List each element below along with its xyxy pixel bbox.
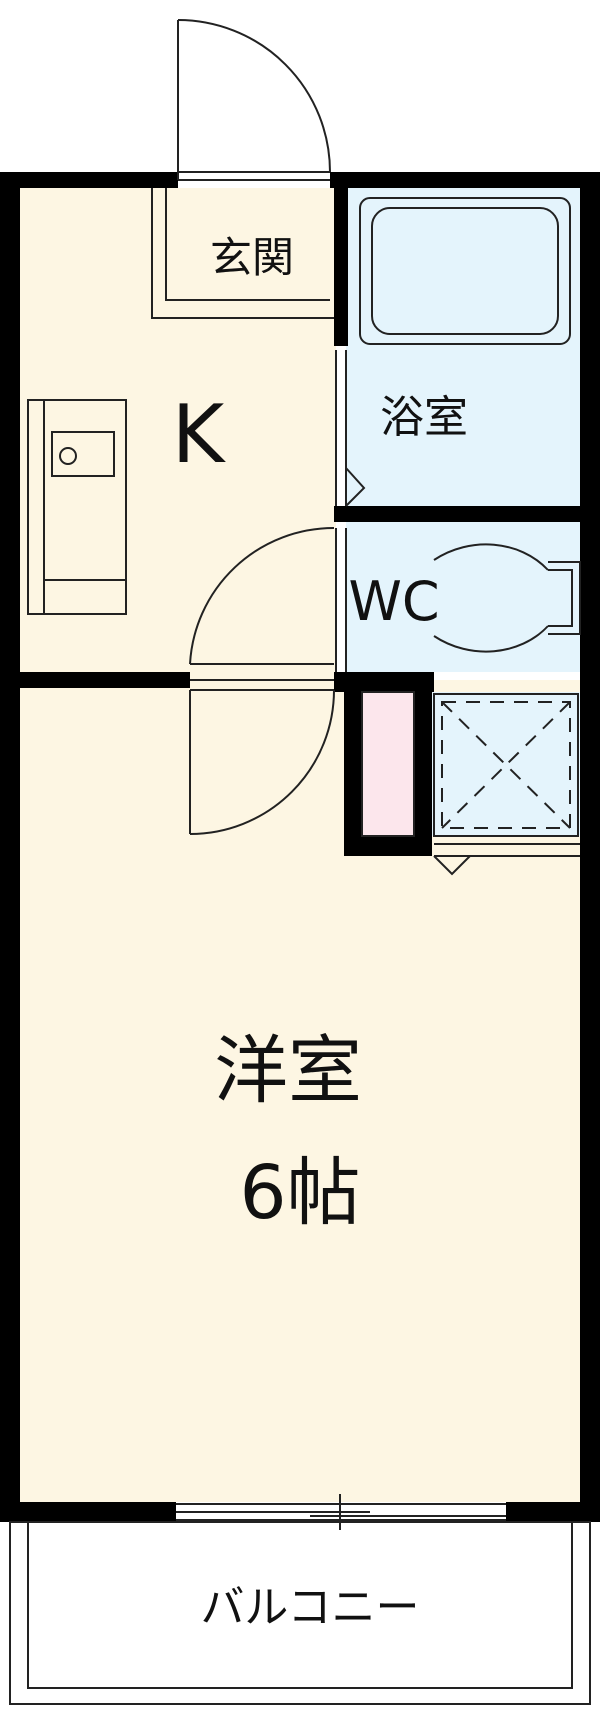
- storage-icon: [433, 693, 580, 876]
- western-room-name: 洋室: [214, 1028, 362, 1114]
- wall-top-right: [330, 172, 600, 188]
- wall-storage-divider: [414, 692, 432, 856]
- balcony-window: [176, 1494, 506, 1530]
- toilet-door: [189, 526, 347, 672]
- entrance-label: 玄関: [210, 233, 294, 282]
- interior-walls: [20, 188, 580, 856]
- wall-bottom-right: [506, 1502, 600, 1522]
- wall-toilet-bottom: [334, 672, 434, 692]
- kitchen-sink-icon: [27, 399, 127, 615]
- wall-kitchen-room: [20, 672, 190, 688]
- entrance-door: [177, 19, 331, 181]
- closet-floor: [362, 692, 414, 836]
- bath-floor: [346, 188, 580, 506]
- exterior-walls: [0, 172, 600, 1522]
- storage-floor: [432, 692, 580, 836]
- kitchen-floor: [20, 188, 336, 680]
- wall-divider-upper: [334, 188, 348, 346]
- toilet-label: WC: [348, 570, 439, 633]
- entrance-step: [151, 188, 334, 319]
- wall-bath-toilet: [334, 506, 580, 522]
- wall-closet-bottom: [344, 836, 432, 856]
- bath-door: [335, 350, 366, 507]
- wall-right: [580, 172, 600, 1522]
- balcony-railing: [9, 1521, 591, 1705]
- wall-top-left: [0, 172, 178, 188]
- room-door: [189, 679, 335, 835]
- western-room-size: 6帖: [239, 1150, 360, 1236]
- wall-closet-left: [344, 692, 362, 856]
- toilet-icon: [433, 543, 581, 653]
- bath-label: 浴室: [380, 392, 468, 443]
- kitchen-label: K: [172, 388, 227, 481]
- bathtub-icon: [359, 197, 571, 345]
- wall-bottom-left: [0, 1502, 176, 1522]
- wall-left: [0, 172, 20, 1522]
- balcony-label: バルコニー: [200, 1582, 419, 1633]
- closet-icon: [361, 691, 415, 837]
